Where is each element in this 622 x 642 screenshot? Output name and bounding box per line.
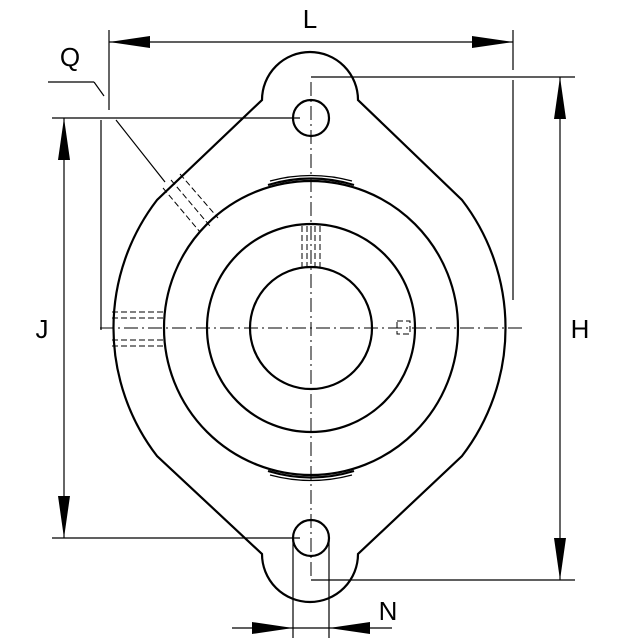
label-N: N: [379, 596, 398, 626]
label-J: J: [36, 314, 49, 344]
dimension-Q: Q: [48, 42, 166, 183]
dimension-J: J: [36, 117, 300, 539]
label-H: H: [571, 314, 590, 344]
flange-outline: [112, 50, 507, 604]
dimension-N: N: [232, 538, 397, 638]
bottom-boss-inner: [269, 474, 353, 482]
label-Q: Q: [60, 42, 80, 72]
top-boss-inner: [269, 174, 353, 182]
hidden-lines: [112, 173, 411, 347]
dimension-L: L: [108, 4, 514, 110]
dimension-H: H: [311, 76, 590, 581]
label-L: L: [303, 4, 317, 34]
flange-body-outline: [112, 50, 507, 604]
